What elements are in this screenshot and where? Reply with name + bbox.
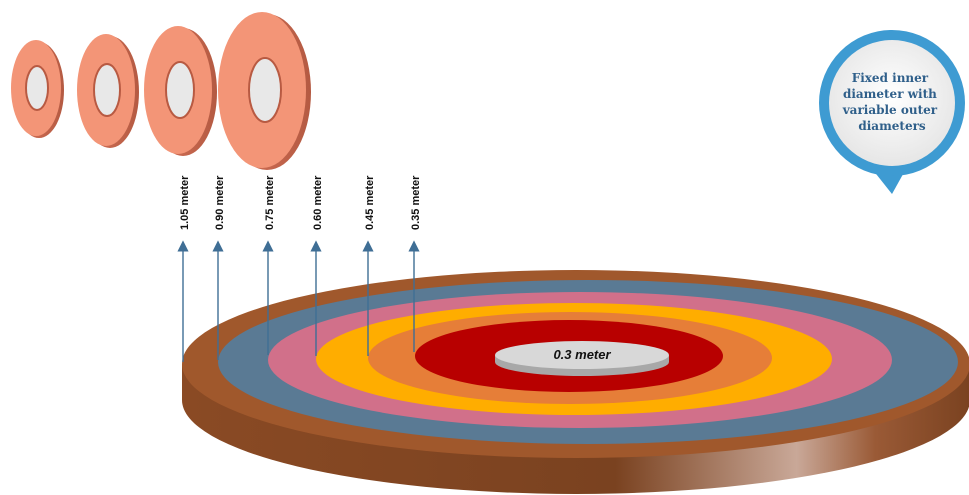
callout-line-4: diameters	[858, 119, 926, 133]
washer-2	[77, 34, 139, 148]
diameter-label-3: 0.75 meter	[264, 175, 276, 230]
diameter-label-5: 0.45 meter	[364, 175, 376, 230]
diameter-label-4: 0.60 meter	[312, 175, 324, 230]
callout-line-2: diameter with	[843, 87, 937, 101]
core-cylinder	[495, 341, 669, 376]
callout-line-1: Fixed inner	[852, 71, 929, 85]
ring-disc: 0.3 meter	[182, 270, 969, 494]
washer-4	[218, 12, 311, 170]
diameter-label-6: 0.35 meter	[410, 175, 422, 230]
diameter-labels: 1.05 meter 0.90 meter 0.75 meter 0.60 me…	[179, 175, 422, 230]
washer-3	[144, 26, 217, 156]
callout-line-3: variable outer	[842, 103, 938, 117]
diameter-label-1: 1.05 meter	[179, 175, 191, 230]
svg-text:Fixed inner diameter wit: Fixed inner diameter with variable outer…	[842, 71, 942, 133]
washer-series	[11, 12, 311, 170]
washer-1	[11, 40, 64, 138]
center-label: 0.3 meter	[553, 347, 611, 362]
diameter-label-2: 0.90 meter	[214, 175, 226, 230]
callout-bubble: Fixed inner diameter with variable outer…	[819, 30, 965, 194]
diameter-arrows	[177, 240, 420, 362]
